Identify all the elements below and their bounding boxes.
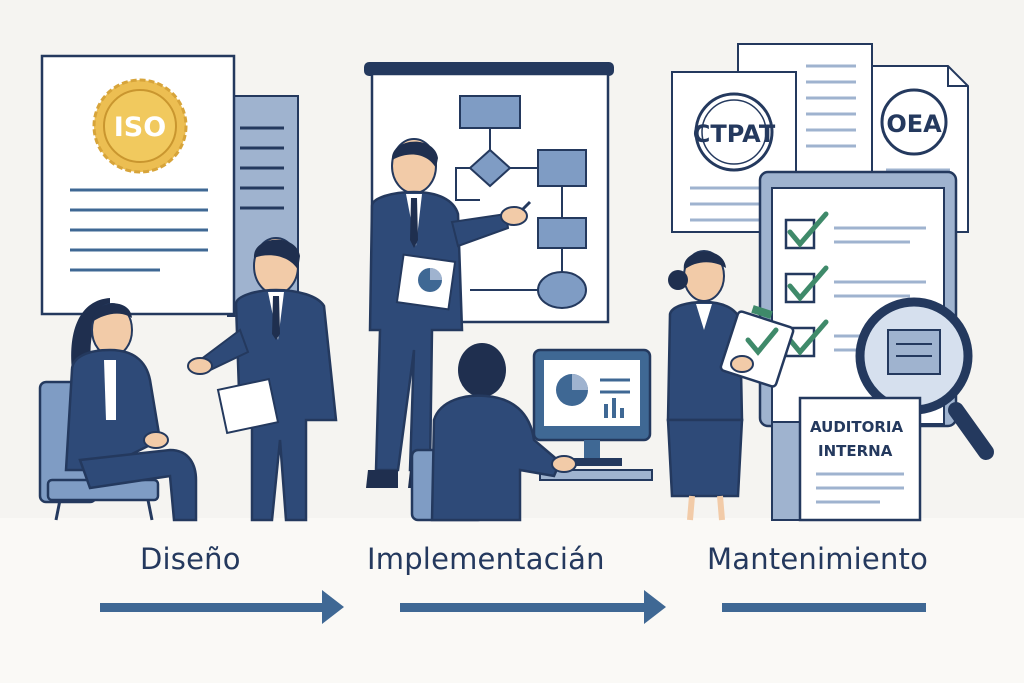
internal-audit-document: AUDITORIA INTERNA [771,396,922,522]
checkbox-icon [784,265,829,304]
stage-arrow-2 [400,590,666,624]
computer-workstation [410,343,653,522]
iso-seal-icon: ISO [92,78,188,174]
ctpat-seal-icon: CTPAT [693,92,776,172]
presenter [366,138,532,488]
man-with-document [187,237,338,522]
paper-sheet [216,377,280,435]
stage-bar-3 [722,603,926,612]
stage-label-diseno: Diseño [140,542,241,576]
ctpat-badge-text: CTPAT [693,120,776,148]
iso-certificate: ISO [40,54,299,317]
checkbox-icon [784,211,829,250]
oea-seal-icon: OEA [880,88,948,156]
auditor-woman [666,250,795,521]
ground-band [0,518,1024,683]
stage-arrow-1 [100,590,344,624]
iso-badge-text: ISO [114,112,166,143]
stage-label-mantenimiento: Mantenimiento [707,542,929,576]
audit-title-line2: INTERNA [818,442,893,460]
seated-woman [38,298,198,522]
oea-badge-text: OEA [886,110,942,138]
stage-label-implementacion: Implementacián [367,542,605,576]
audit-title-line1: AUDITORIA [810,418,903,436]
